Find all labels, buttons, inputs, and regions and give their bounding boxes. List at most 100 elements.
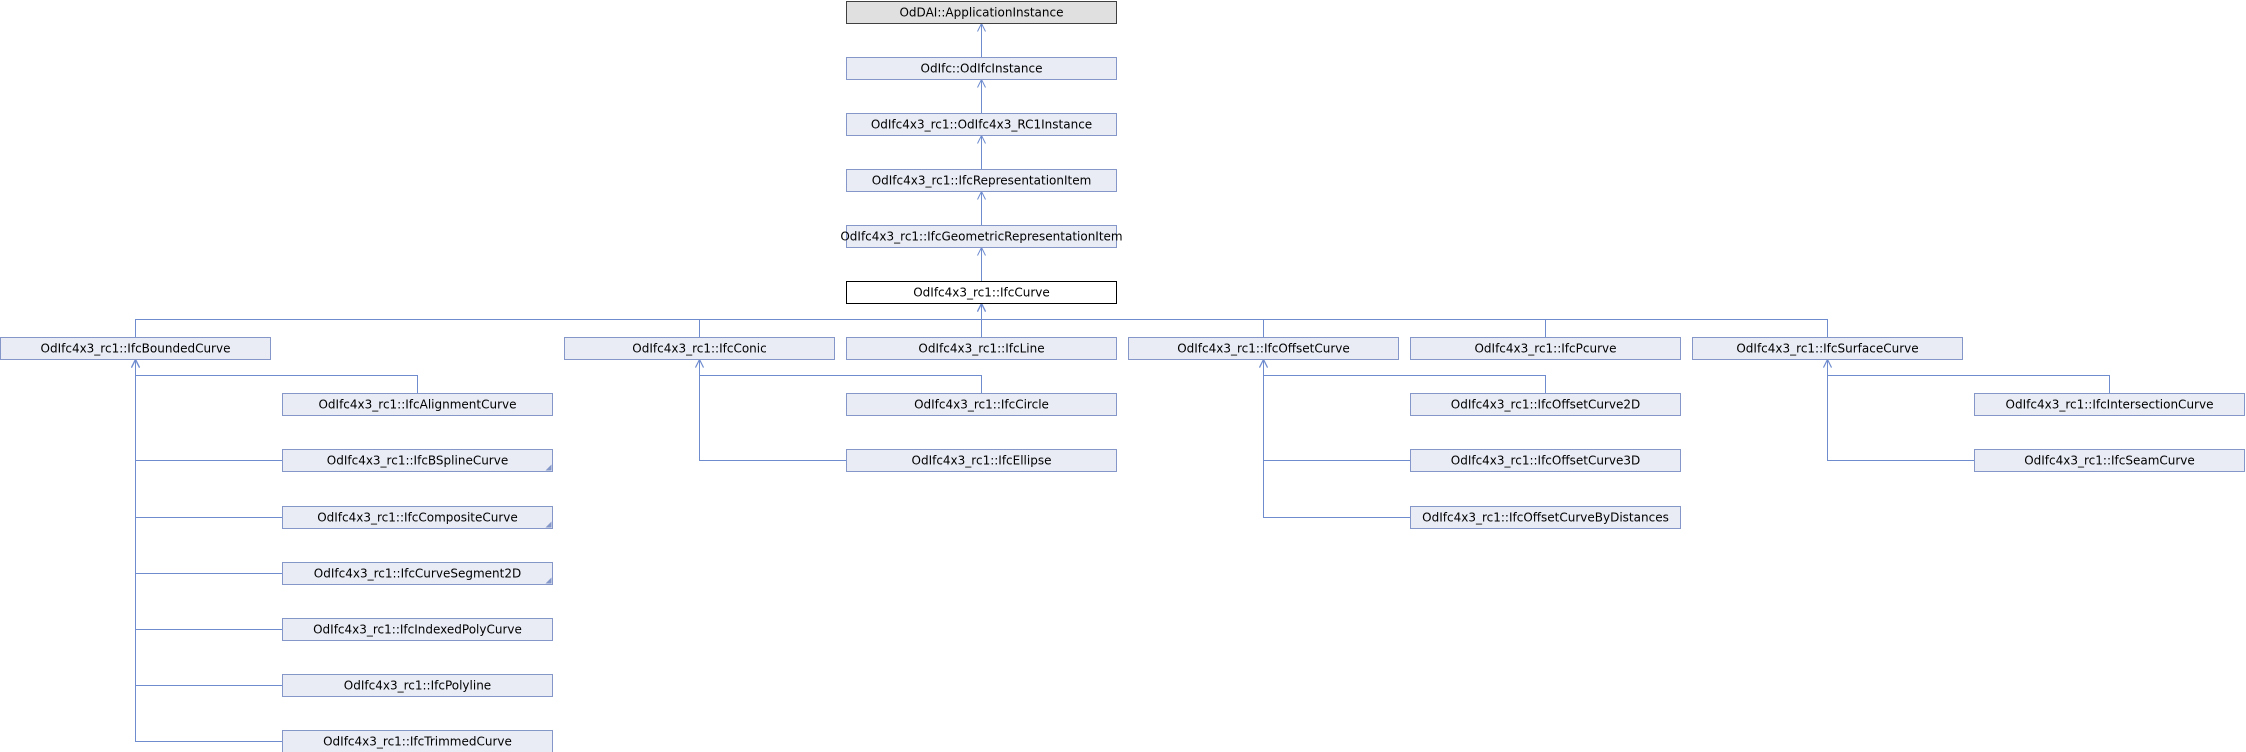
inheritance-edge-offset_curve_2d-to-offset_curve xyxy=(1264,360,1546,394)
class-node-label: OdIfc4x3_rc1::IfcGeometricRepresentation… xyxy=(840,230,1122,244)
class-node-label: OdIfc4x3_rc1::IfcCompositeCurve xyxy=(317,511,518,525)
class-node-offset-curve-3d[interactable]: OdIfc4x3_rc1::IfcOffsetCurve3D xyxy=(1410,449,1681,472)
more-subclasses-indicator-icon xyxy=(545,521,552,528)
class-node-offset-curve[interactable]: OdIfc4x3_rc1::IfcOffsetCurve xyxy=(1128,337,1399,360)
class-node-label: OdIfc4x3_rc1::OdIfc4x3_RC1Instance xyxy=(871,118,1092,132)
class-node-polyline[interactable]: OdIfc4x3_rc1::IfcPolyline xyxy=(282,674,553,697)
class-node-label: OdIfc4x3_rc1::IfcAlignmentCurve xyxy=(318,398,516,412)
class-node-box xyxy=(1410,449,1681,472)
class-node-bspline-curve[interactable]: OdIfc4x3_rc1::IfcBSplineCurve xyxy=(282,449,553,472)
class-node-box xyxy=(846,57,1117,80)
class-node-box xyxy=(846,449,1117,472)
class-node-box xyxy=(282,618,553,641)
class-node-label: OdIfc4x3_rc1::IfcSurfaceCurve xyxy=(1736,342,1918,356)
class-node-pcurve[interactable]: OdIfc4x3_rc1::IfcPcurve xyxy=(1410,337,1681,360)
class-node-box xyxy=(282,562,553,585)
class-node-box xyxy=(1128,337,1399,360)
class-node-box xyxy=(282,506,553,529)
inheritance-edge-indexed_poly_curve-to-bounded_curve xyxy=(136,360,283,630)
inheritance-edge-conic-to-curve xyxy=(699,304,982,338)
class-node-box xyxy=(0,337,271,360)
class-node-label: OdIfc4x3_rc1::IfcPolyline xyxy=(344,679,491,693)
class-node-offset-curve-2d[interactable]: OdIfc4x3_rc1::IfcOffsetCurve2D xyxy=(1410,393,1681,416)
class-node-label: OdDAI::ApplicationInstance xyxy=(899,6,1063,20)
class-node-label: OdIfc4x3_rc1::IfcConic xyxy=(632,342,766,356)
class-node-composite-curve[interactable]: OdIfc4x3_rc1::IfcCompositeCurve xyxy=(282,506,553,529)
class-node-box xyxy=(1410,337,1681,360)
class-node-ifc-instance[interactable]: OdIfc::OdIfcInstance xyxy=(846,57,1117,80)
inheritance-edges xyxy=(136,24,2110,742)
class-node-intersection-curve[interactable]: OdIfc4x3_rc1::IfcIntersectionCurve xyxy=(1974,393,2245,416)
class-node-label: OdIfc4x3_rc1::IfcOffsetCurveByDistances xyxy=(1422,511,1669,525)
class-node-bounded-curve[interactable]: OdIfc4x3_rc1::IfcBoundedCurve xyxy=(0,337,271,360)
class-node-label: OdIfc4x3_rc1::IfcPcurve xyxy=(1474,342,1616,356)
class-node-label: OdIfc4x3_rc1::IfcCircle xyxy=(914,398,1049,412)
class-node-curve: OdIfc4x3_rc1::IfcCurve xyxy=(846,281,1117,304)
class-node-rc1-instance[interactable]: OdIfc4x3_rc1::OdIfc4x3_RC1Instance xyxy=(846,113,1117,136)
class-node-box xyxy=(846,337,1117,360)
class-node-app-instance[interactable]: OdDAI::ApplicationInstance xyxy=(846,1,1117,24)
class-node-label: OdIfc4x3_rc1::IfcSeamCurve xyxy=(2024,454,2195,468)
inheritance-edge-offset_curve_by_distances-to-offset_curve xyxy=(1264,360,1411,518)
class-node-label: OdIfc4x3_rc1::IfcOffsetCurve2D xyxy=(1451,398,1640,412)
inheritance-edge-ellipse-to-conic xyxy=(700,360,847,461)
class-node-repr-item[interactable]: OdIfc4x3_rc1::IfcRepresentationItem xyxy=(846,169,1117,192)
inheritance-edge-alignment_curve-to-bounded_curve xyxy=(136,360,418,394)
inheritance-edge-bspline_curve-to-bounded_curve xyxy=(136,360,283,461)
class-node-label: OdIfc4x3_rc1::IfcIntersectionCurve xyxy=(2006,398,2214,412)
class-node-label: OdIfc4x3_rc1::IfcBSplineCurve xyxy=(327,454,508,468)
class-node-box xyxy=(846,225,1117,248)
class-node-box xyxy=(282,393,553,416)
class-node-box xyxy=(282,449,553,472)
class-node-box xyxy=(1974,449,2245,472)
class-node-box xyxy=(1410,393,1681,416)
inheritance-edge-circle-to-conic xyxy=(700,360,982,394)
class-node-box xyxy=(846,113,1117,136)
more-subclasses-indicator-icon xyxy=(545,577,552,584)
class-node-circle[interactable]: OdIfc4x3_rc1::IfcCircle xyxy=(846,393,1117,416)
class-node-box xyxy=(846,169,1117,192)
inheritance-edge-bounded_curve-to-curve xyxy=(135,304,982,338)
inheritance-edge-offset_curve_3d-to-offset_curve xyxy=(1264,360,1411,461)
inheritance-edge-intersection_curve-to-surface_curve xyxy=(1828,360,2110,394)
class-node-label: OdIfc4x3_rc1::IfcBoundedCurve xyxy=(41,342,231,356)
class-node-offset-curve-by-distances[interactable]: OdIfc4x3_rc1::IfcOffsetCurveByDistances xyxy=(1410,506,1681,529)
class-node-label: OdIfc4x3_rc1::IfcIndexedPolyCurve xyxy=(313,623,522,637)
class-node-curve-segment-2d[interactable]: OdIfc4x3_rc1::IfcCurveSegment2D xyxy=(282,562,553,585)
class-node-box xyxy=(846,1,1117,24)
class-node-geom-repr-item[interactable]: OdIfc4x3_rc1::IfcGeometricRepresentation… xyxy=(840,225,1123,248)
inheritance-edge-seam_curve-to-surface_curve xyxy=(1828,360,1975,461)
inheritance-edge-curve_segment_2d-to-bounded_curve xyxy=(136,360,283,574)
class-node-label: OdIfc4x3_rc1::IfcOffsetCurve3D xyxy=(1451,454,1640,468)
class-node-box xyxy=(564,337,835,360)
class-node-seam-curve[interactable]: OdIfc4x3_rc1::IfcSeamCurve xyxy=(1974,449,2245,472)
class-node-label: OdIfc4x3_rc1::IfcEllipse xyxy=(912,454,1052,468)
class-node-box xyxy=(282,730,553,752)
class-node-alignment-curve[interactable]: OdIfc4x3_rc1::IfcAlignmentCurve xyxy=(282,393,553,416)
class-node-trimmed-curve[interactable]: OdIfc4x3_rc1::IfcTrimmedCurve xyxy=(282,730,553,752)
class-node-label: OdIfc4x3_rc1::IfcTrimmedCurve xyxy=(323,735,512,749)
class-node-line[interactable]: OdIfc4x3_rc1::IfcLine xyxy=(846,337,1117,360)
class-node-label: OdIfc4x3_rc1::IfcOffsetCurve xyxy=(1177,342,1350,356)
class-node-box xyxy=(1692,337,1963,360)
inheritance-edge-trimmed_curve-to-bounded_curve xyxy=(136,360,283,742)
class-node-label: OdIfc4x3_rc1::IfcCurve xyxy=(913,286,1050,300)
class-node-label: OdIfc4x3_rc1::IfcCurveSegment2D xyxy=(314,567,521,581)
more-subclasses-indicator-icon xyxy=(545,464,552,471)
class-node-box xyxy=(846,281,1117,304)
class-node-label: OdIfc4x3_rc1::IfcRepresentationItem xyxy=(872,174,1092,188)
class-node-label: OdIfc::OdIfcInstance xyxy=(921,62,1043,76)
class-node-box xyxy=(846,393,1117,416)
inheritance-edge-surface_curve-to-curve xyxy=(982,304,1828,338)
inheritance-edge-composite_curve-to-bounded_curve xyxy=(136,360,283,518)
class-node-box xyxy=(282,674,553,697)
class-node-indexed-poly-curve[interactable]: OdIfc4x3_rc1::IfcIndexedPolyCurve xyxy=(282,618,553,641)
inheritance-edge-offset_curve-to-curve xyxy=(982,304,1264,338)
class-node-ellipse[interactable]: OdIfc4x3_rc1::IfcEllipse xyxy=(846,449,1117,472)
class-node-conic[interactable]: OdIfc4x3_rc1::IfcConic xyxy=(564,337,835,360)
class-node-label: OdIfc4x3_rc1::IfcLine xyxy=(918,342,1044,356)
inheritance-edge-polyline-to-bounded_curve xyxy=(136,360,283,686)
class-node-surface-curve[interactable]: OdIfc4x3_rc1::IfcSurfaceCurve xyxy=(1692,337,1963,360)
